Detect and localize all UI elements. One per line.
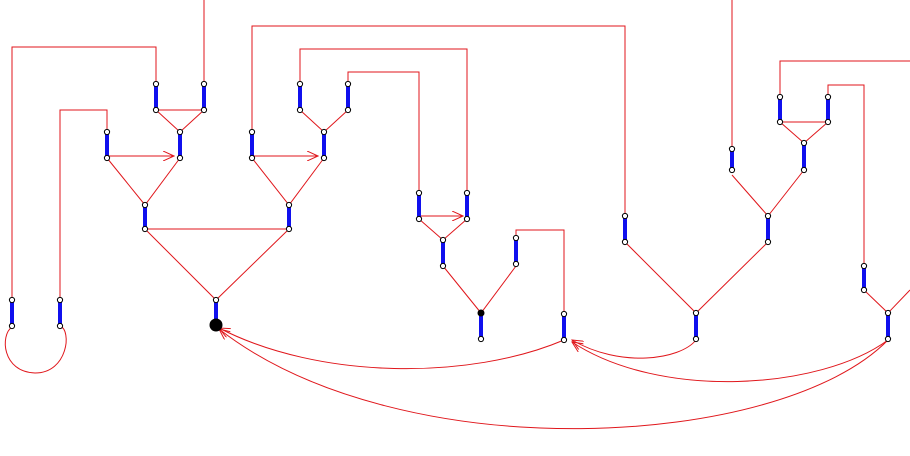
edge-line	[4, 325, 67, 374]
arrow-edge	[219, 328, 565, 370]
node	[320, 154, 328, 162]
node	[621, 238, 629, 246]
node	[285, 225, 293, 233]
node	[176, 128, 184, 136]
edge-line	[299, 109, 349, 133]
node-layer	[8, 80, 892, 344]
node	[824, 118, 832, 126]
node	[776, 118, 784, 126]
node	[728, 145, 736, 153]
node	[176, 154, 184, 162]
node	[103, 128, 111, 136]
node	[103, 154, 111, 162]
segment-layer	[10, 84, 890, 340]
node	[512, 260, 520, 268]
node	[141, 225, 149, 233]
edge-line	[251, 157, 325, 206]
node	[463, 215, 471, 223]
arrow-edge	[572, 339, 889, 383]
node	[860, 262, 868, 270]
node	[512, 234, 520, 242]
node	[776, 93, 784, 101]
node	[621, 212, 629, 220]
node	[692, 335, 700, 343]
node	[248, 154, 256, 162]
edge-line	[731, 169, 805, 217]
node	[692, 309, 700, 317]
arrow-edge	[219, 329, 889, 430]
root-node	[477, 309, 485, 317]
node	[56, 322, 64, 330]
node	[560, 310, 568, 318]
edge-line	[515, 229, 565, 314]
node	[296, 106, 304, 114]
node	[212, 296, 220, 304]
node	[800, 166, 808, 174]
edge-line	[154, 109, 206, 133]
arrow-edge	[572, 340, 697, 359]
node	[8, 322, 16, 330]
node	[824, 93, 832, 101]
edge-line	[863, 289, 910, 314]
node	[477, 335, 485, 343]
edge-line	[827, 84, 865, 266]
node	[320, 128, 328, 136]
node	[884, 309, 892, 317]
node	[764, 212, 772, 220]
node	[296, 80, 304, 88]
edge-line	[779, 60, 910, 97]
node	[56, 296, 64, 304]
node	[285, 201, 293, 209]
edge-line	[144, 228, 290, 301]
node	[560, 336, 568, 344]
node	[439, 262, 447, 270]
node	[344, 80, 352, 88]
edge-line	[442, 265, 517, 314]
node	[8, 296, 16, 304]
edge-line	[299, 48, 468, 193]
node	[860, 286, 868, 294]
node	[200, 106, 208, 114]
node	[439, 236, 447, 244]
edge-line	[418, 218, 468, 241]
edge-line	[347, 71, 420, 193]
edge-layer	[4, 0, 910, 430]
node	[152, 80, 160, 88]
edge-line	[778, 121, 830, 144]
node	[200, 80, 208, 88]
node	[141, 201, 149, 209]
node	[884, 335, 892, 343]
node	[764, 238, 772, 246]
node	[728, 166, 736, 174]
node	[344, 106, 352, 114]
edge-line	[11, 46, 157, 300]
edge-line	[106, 157, 181, 206]
node	[248, 128, 256, 136]
edge-line	[251, 25, 626, 216]
node	[800, 139, 808, 147]
root-node	[209, 318, 223, 332]
node	[415, 215, 423, 223]
edge-line	[59, 109, 108, 300]
node	[415, 189, 423, 197]
node	[152, 106, 160, 114]
edge-line	[624, 241, 769, 314]
node	[463, 189, 471, 197]
